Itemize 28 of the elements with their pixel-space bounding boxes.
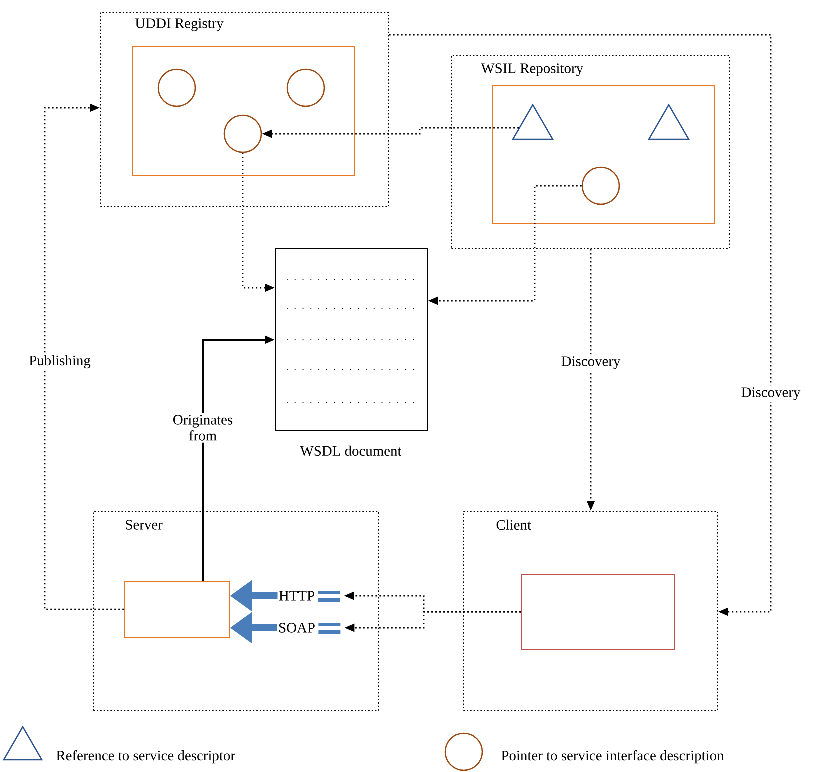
- box-title: UDDI Registry: [136, 18, 224, 32]
- edge-label: Originates from: [170, 413, 236, 443]
- box-title: Server: [126, 520, 163, 530]
- protocol-label: HTTP: [279, 591, 340, 602]
- inner-box: [492, 85, 716, 224]
- legend-text: Pointer to service interface description: [502, 750, 724, 764]
- circle-symbol: [224, 114, 262, 154]
- box-title: WSDL document: [300, 446, 402, 456]
- box-title: Client: [496, 520, 532, 530]
- edge-label: Discovery: [739, 386, 803, 402]
- group-frame: [100, 12, 390, 208]
- document-box: [275, 248, 428, 432]
- inner-box: [132, 46, 356, 176]
- group-frame: [93, 511, 380, 712]
- circle-symbol: [286, 68, 326, 108]
- arrow: [389, 34, 772, 616]
- inner-box: [124, 581, 230, 638]
- box-title: WSIL Repository: [481, 64, 584, 76]
- inner-box: [521, 574, 676, 650]
- legend-text: Reference to service descriptor: [56, 750, 236, 764]
- circle-symbol: [158, 68, 196, 108]
- edge-label: Discovery: [559, 354, 623, 372]
- group-frame: [463, 511, 718, 712]
- circle-symbol: [582, 166, 620, 206]
- edge-label: Publishing: [27, 353, 93, 371]
- protocol-label: SOAP: [280, 623, 341, 634]
- group-frame: [451, 55, 730, 250]
- arrow: [44, 104, 124, 610]
